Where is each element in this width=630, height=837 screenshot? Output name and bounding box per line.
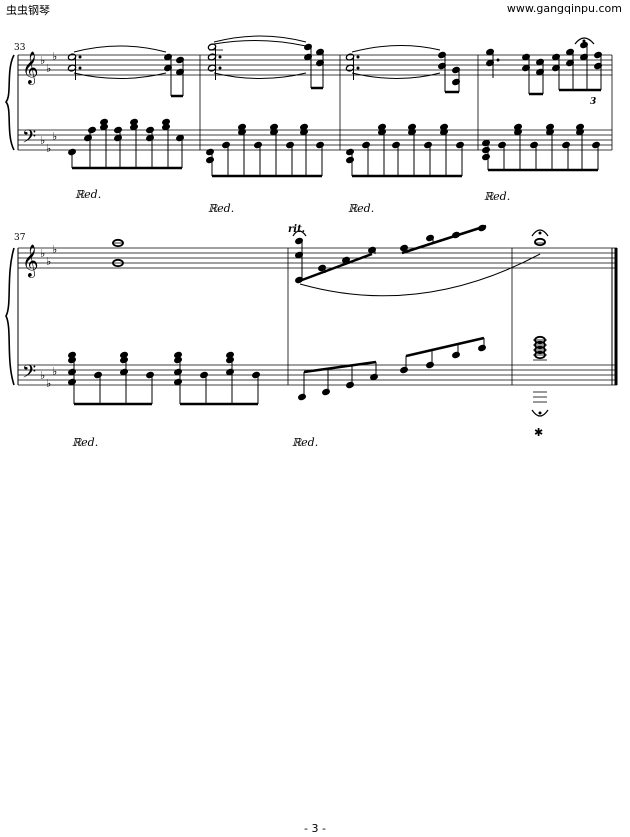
measure-35-treble (344, 45, 461, 94)
pedal-mark-1: ℝed. (75, 188, 101, 201)
measure-number-37: 37 (14, 233, 26, 243)
svg-text:♭: ♭ (40, 247, 45, 260)
svg-text:♭: ♭ (52, 130, 57, 143)
system-1 (4, 54, 613, 151)
svg-text:♭: ♭ (52, 50, 57, 63)
measure-35-bass (345, 122, 465, 178)
measure-38-treble (292, 223, 541, 297)
pedal-mark-3: ℝed. (348, 202, 374, 215)
page-number: - 3 - (304, 822, 326, 835)
svg-text:♭: ♭ (46, 142, 51, 155)
key-signature-treble-2: ♭♭♭ (40, 243, 57, 268)
measure-34-bass (205, 122, 325, 178)
key-signature-treble: ♭♭♭ (40, 50, 57, 75)
measure-33-treble (66, 45, 185, 98)
treble-clef-icon-2: 𝄞 (22, 244, 39, 278)
pedal-mark-2: ℝed. (208, 202, 234, 215)
key-signature-bass: ♭♭♭ (40, 130, 57, 155)
bass-staff-1 (18, 129, 612, 151)
measure-37-bass (67, 350, 261, 406)
treble-clef-icon: 𝄞 (22, 51, 39, 85)
svg-text:♭: ♭ (40, 134, 45, 147)
bass-clef-icon: 𝄢 (22, 127, 36, 152)
brace-2 (5, 247, 15, 386)
svg-text:♭: ♭ (52, 365, 57, 378)
svg-text:♭: ♭ (46, 377, 51, 390)
pedal-mark-4: ℝed. (484, 190, 510, 203)
key-signature-bass-2: ♭♭♭ (40, 365, 57, 390)
system-2 (5, 247, 618, 386)
pedal-mark-6: ℝed. (292, 436, 318, 449)
measure-38-bass (297, 336, 487, 402)
measure-33-bass (67, 117, 185, 170)
treble-staff-1 (18, 54, 612, 76)
pedal-release-icon: ✱ (534, 426, 543, 439)
ritardando-mark: rit. (288, 224, 305, 235)
site-name: 虫虫钢琴 (6, 4, 50, 17)
treble-staff-2 (18, 247, 617, 269)
measure-36-bass (481, 122, 601, 172)
pedal-mark-5: ℝed. (72, 436, 98, 449)
svg-text:♭: ♭ (40, 369, 45, 382)
svg-text:♭: ♭ (46, 62, 51, 75)
measure-39-treble (531, 229, 549, 247)
measure-34-treble (206, 35, 325, 90)
triplet-mark: 3 (590, 97, 596, 107)
svg-text:♭: ♭ (52, 243, 57, 256)
site-url: www.gangqinpu.com (506, 2, 622, 15)
measure-37-treble (112, 238, 124, 268)
svg-text:♭: ♭ (40, 54, 45, 67)
svg-text:♭: ♭ (46, 255, 51, 268)
bass-staff-2 (18, 364, 617, 386)
bass-clef-icon-2: 𝄢 (22, 362, 36, 387)
measure-36-treble (485, 37, 603, 96)
measure-number-33: 33 (14, 43, 26, 53)
measure-39-bass (531, 335, 549, 417)
brace (4, 54, 15, 151)
